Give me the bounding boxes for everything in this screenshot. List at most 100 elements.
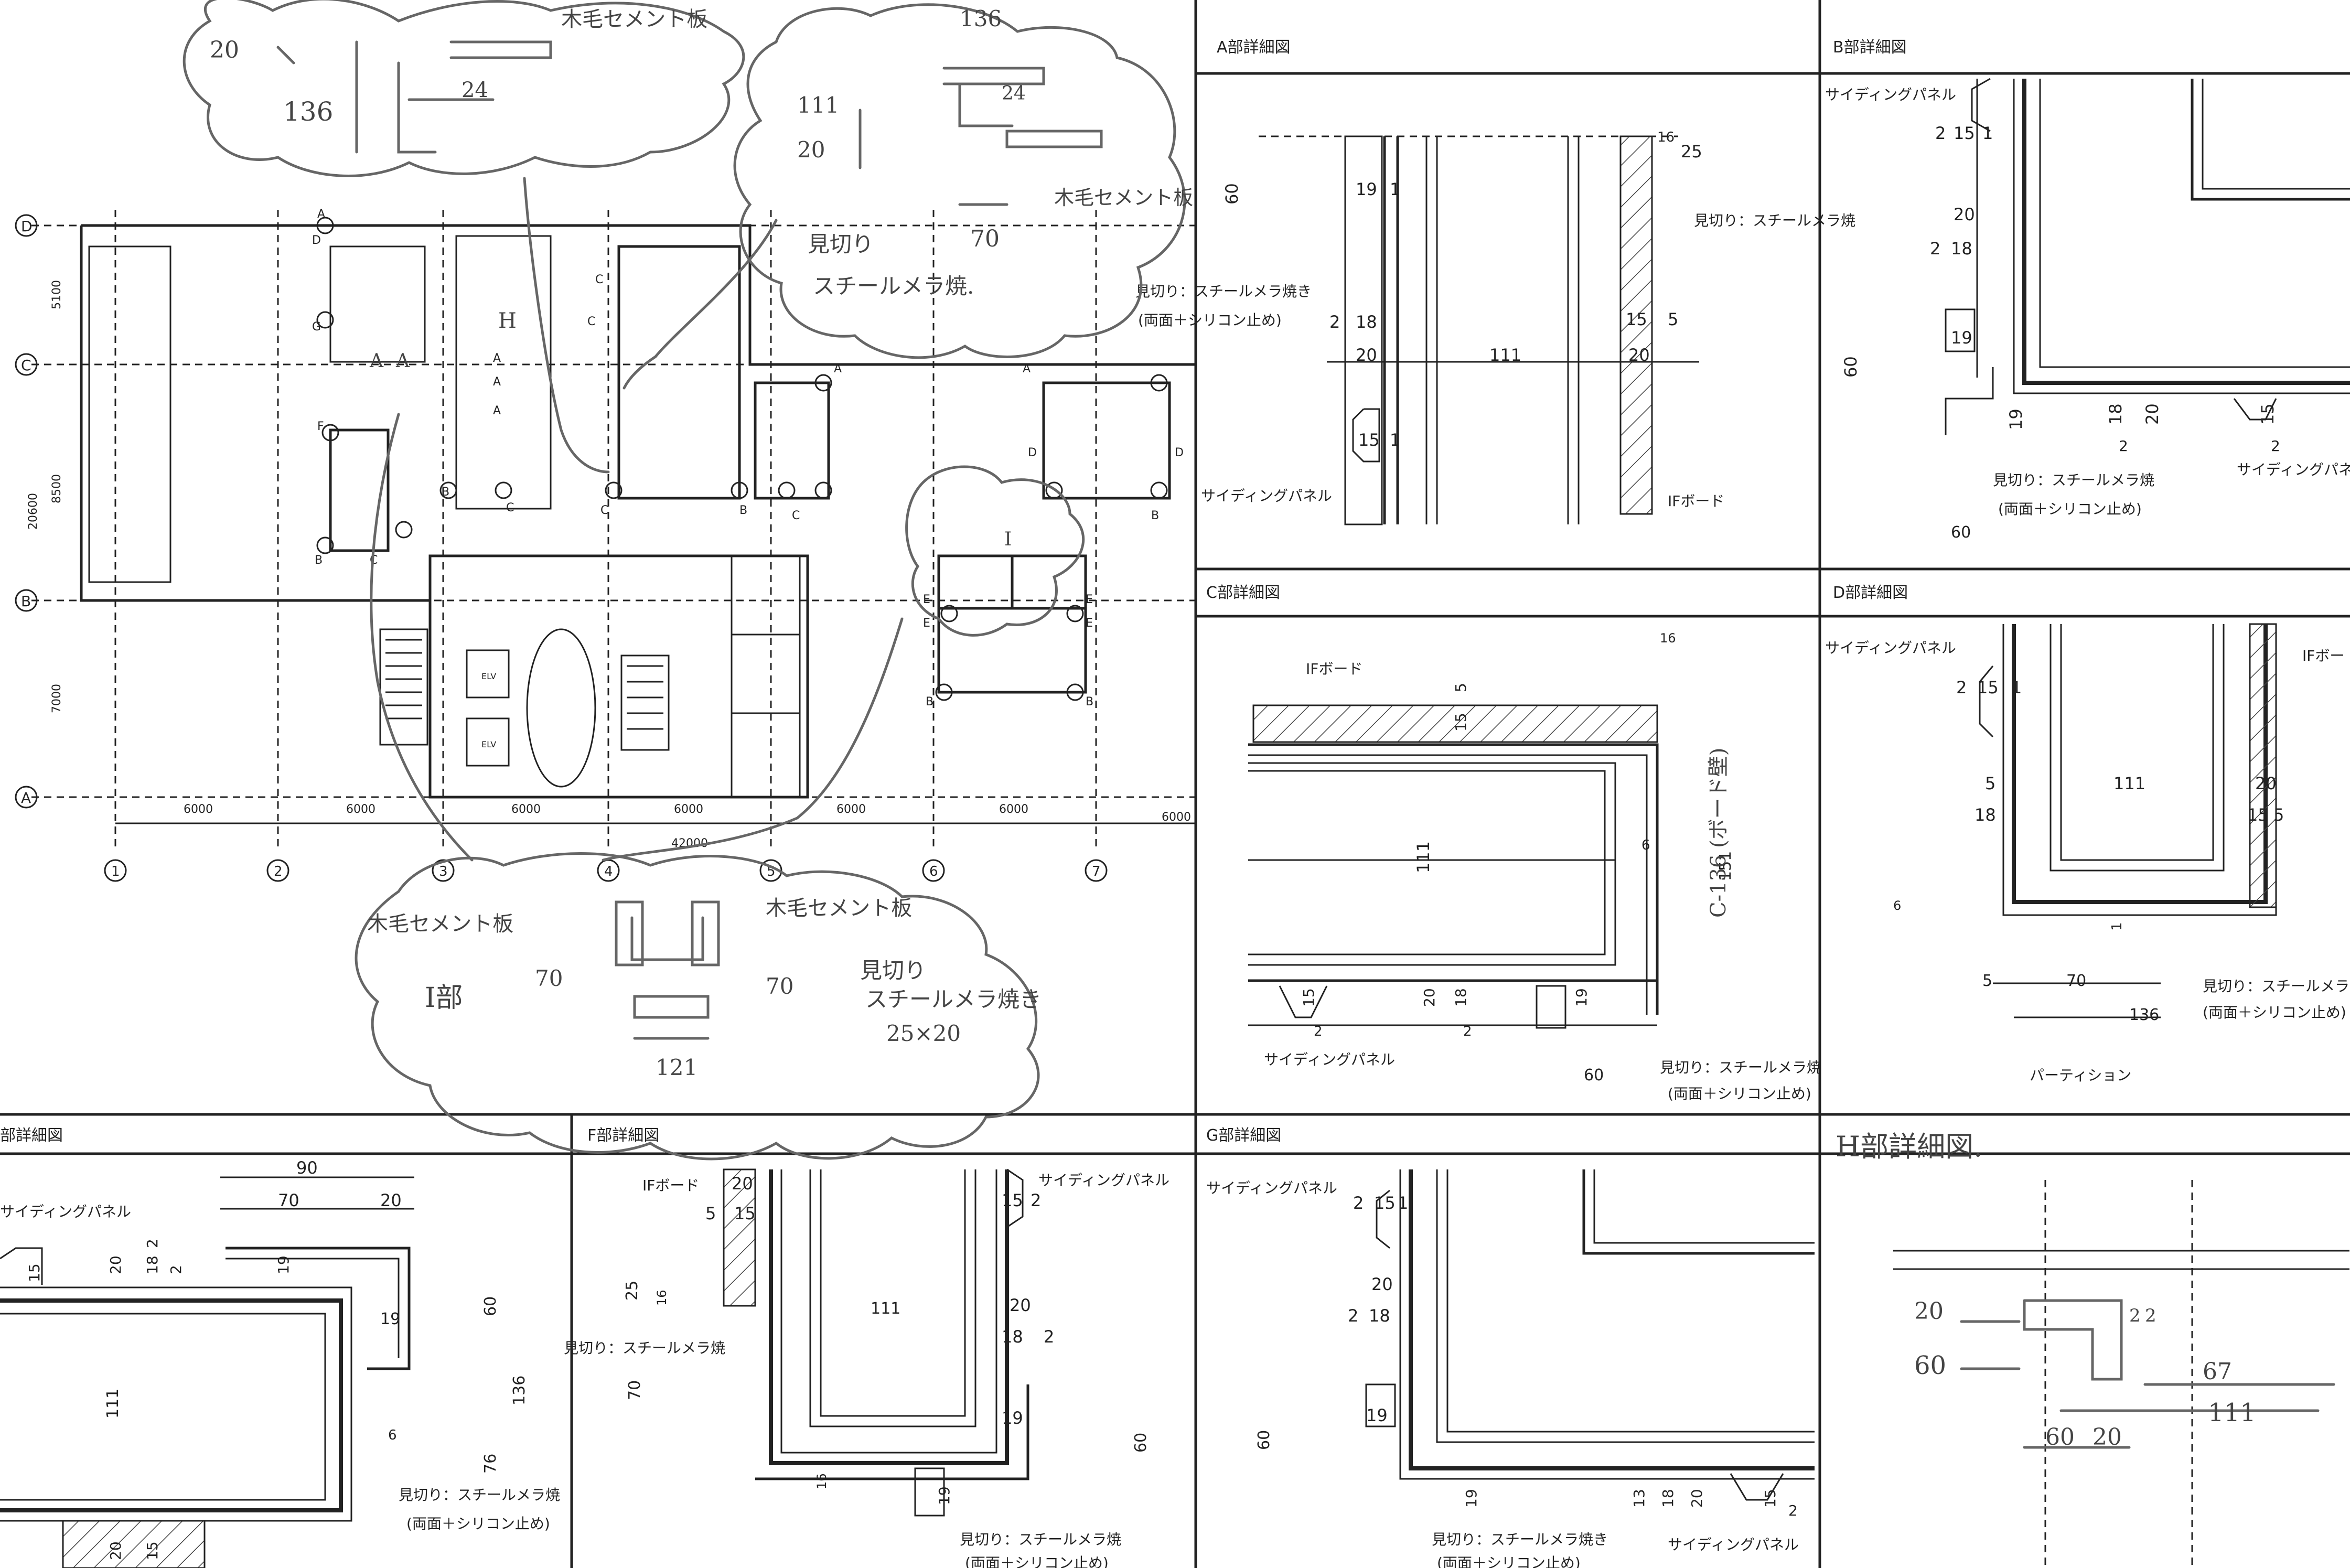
label: サイディングパネル bbox=[1264, 1051, 1395, 1068]
dim: 2 bbox=[2119, 437, 2128, 455]
dim: 2 bbox=[1031, 1190, 1041, 1210]
label: (両面＋シリコン止め) bbox=[1138, 312, 1282, 329]
dim: 15 bbox=[1300, 988, 1317, 1007]
label: サイディングパネル bbox=[1201, 487, 1332, 504]
marker: A bbox=[493, 352, 501, 365]
dim: 5 bbox=[2273, 805, 2284, 825]
panel-title: B部詳細図 bbox=[1833, 38, 1907, 57]
dim: 19 bbox=[1002, 1408, 1023, 1428]
label: IFボー bbox=[2302, 647, 2344, 664]
dim: 2 bbox=[167, 1265, 185, 1274]
detail-panel-e: 部詳細図 90 70 20 サイディングパネル 2 15 20 18 2 19 … bbox=[0, 1126, 560, 1568]
dim: 20 bbox=[1914, 1298, 1944, 1325]
floor-plan: ELV ELV D C B A 5100 8500 bbox=[15, 208, 1196, 882]
dim: 2 bbox=[2129, 1305, 2141, 1326]
dim: 15 bbox=[1452, 713, 1469, 732]
dim: 18 bbox=[1452, 988, 1469, 1007]
dim: 2 bbox=[1930, 239, 1940, 259]
row-dim: 7000 bbox=[50, 684, 63, 713]
detail-panel-c: C部詳細図 IFボード 16 5 15 111 6 151 C-136 (ボード… bbox=[1206, 584, 1821, 1102]
note-dim: 111 bbox=[797, 92, 839, 118]
dim: 18 bbox=[1356, 312, 1377, 332]
detail-panel-b: B部詳細図 サイディングパネル 2 15 1 20 2 18 60 19 19 … bbox=[1825, 38, 2350, 542]
dim: 2 bbox=[1788, 1502, 1798, 1519]
note-dim: 70 bbox=[535, 965, 563, 991]
dim: 20 bbox=[2142, 403, 2162, 425]
marker: A bbox=[1023, 362, 1031, 375]
dim: 70 bbox=[2066, 972, 2086, 990]
dim: 2 bbox=[1463, 1024, 1472, 1039]
dim: 60 bbox=[2045, 1424, 2075, 1451]
label: サイディングパネル bbox=[0, 1203, 131, 1220]
marker: B bbox=[926, 695, 933, 708]
note-text: 木毛セメント板 bbox=[561, 7, 707, 31]
label: (両面＋シリコン止め) bbox=[965, 1554, 1109, 1568]
total-depth: 20600 bbox=[27, 493, 40, 530]
plan-mark: H bbox=[498, 309, 517, 333]
handwritten-note: C-136 (ボード壁) bbox=[1707, 748, 1731, 918]
col-label: 7 bbox=[1092, 864, 1101, 879]
dim: 20 bbox=[1954, 205, 1975, 224]
dim: 2 bbox=[2271, 437, 2280, 455]
dim: 15 bbox=[2258, 403, 2278, 425]
label: IFボード bbox=[642, 1177, 699, 1194]
detail-panel-a: A部詳細図 60 19 1 2 18 20 111 15 1 16 25 15 … bbox=[1135, 38, 1855, 525]
note-dim: 20 bbox=[210, 37, 239, 63]
row-label: A bbox=[21, 789, 31, 807]
dim: 5 bbox=[1982, 972, 1992, 990]
dim: 19 bbox=[275, 1255, 292, 1274]
dim: 18 bbox=[1951, 239, 1972, 259]
label: IFボード bbox=[1668, 492, 1724, 510]
dim: 15 bbox=[1762, 1489, 1779, 1508]
dim: 19 bbox=[2006, 409, 2026, 430]
dim: 136 bbox=[2129, 1006, 2159, 1024]
note-text: スチールメラ焼き bbox=[865, 986, 1042, 1012]
dim: 5 bbox=[1668, 309, 1678, 329]
col-dim: 6000 bbox=[999, 803, 1028, 816]
label: パーティション bbox=[2030, 1067, 2131, 1084]
dim: 16 bbox=[1660, 631, 1676, 646]
panel-title: C部詳細図 bbox=[1206, 584, 1280, 602]
dim: 1 bbox=[1390, 179, 1400, 199]
dim: 18 bbox=[2106, 403, 2126, 425]
elevator-label: ELV bbox=[481, 671, 496, 681]
marker: D bbox=[312, 234, 321, 247]
marker: C bbox=[506, 501, 514, 514]
label: 見切り：スチールメラ焼 bbox=[1660, 1059, 1821, 1076]
dim: 2 bbox=[1956, 678, 1967, 697]
dim: 20 bbox=[1356, 345, 1377, 365]
dim: 2 bbox=[1353, 1193, 1364, 1213]
dim: 19 bbox=[1573, 988, 1590, 1007]
dim: 5 bbox=[705, 1204, 716, 1223]
dim: 20 bbox=[1371, 1274, 1393, 1294]
marker: E bbox=[923, 617, 930, 630]
col-dim: 6000 bbox=[836, 803, 866, 816]
dim: 1 bbox=[1390, 430, 1400, 450]
col-label: 1 bbox=[111, 864, 120, 879]
dim: 1 bbox=[1398, 1193, 1408, 1213]
plan-mark: I bbox=[1004, 529, 1012, 550]
label: (両面＋シリコン止め) bbox=[1998, 500, 2142, 518]
dim: 136 bbox=[510, 1376, 529, 1405]
panel-title: H部詳細図. bbox=[1836, 1130, 1982, 1163]
label: (両面＋シリコン止め) bbox=[2203, 1004, 2346, 1021]
col-label: 2 bbox=[274, 864, 283, 879]
label: 見切り：スチールメラ焼 bbox=[1993, 471, 2154, 489]
marker: D bbox=[1175, 446, 1184, 459]
label: IFボード bbox=[1306, 660, 1362, 678]
dim: 2 bbox=[1329, 312, 1340, 332]
col-label: 4 bbox=[604, 864, 613, 879]
dim: 60 bbox=[1222, 183, 1242, 205]
dim: 15 bbox=[26, 1263, 43, 1282]
marker: C bbox=[595, 273, 603, 286]
marker: B bbox=[442, 486, 449, 499]
dim: 18 bbox=[144, 1255, 161, 1274]
dim: 5 bbox=[1452, 683, 1469, 692]
row-label: B bbox=[21, 593, 31, 610]
label: (両面＋シリコン止め) bbox=[406, 1515, 550, 1532]
dim: 19 bbox=[1951, 328, 1972, 348]
col-dim: 6000 bbox=[184, 803, 213, 816]
dim: 15 bbox=[1002, 1190, 1023, 1210]
marker: B bbox=[739, 504, 747, 517]
dim: 18 bbox=[1369, 1306, 1390, 1326]
